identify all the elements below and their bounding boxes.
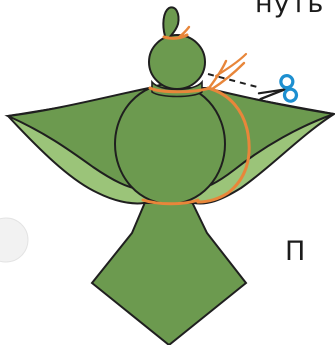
doll-head — [149, 35, 205, 89]
top-loop — [163, 7, 178, 38]
faint-circle-decoration — [0, 218, 28, 262]
top-caption-fragment: нуть — [255, 0, 324, 17]
lower-skirt — [92, 200, 246, 345]
doll-body — [115, 84, 225, 204]
side-caption-fragment: П — [285, 238, 306, 265]
